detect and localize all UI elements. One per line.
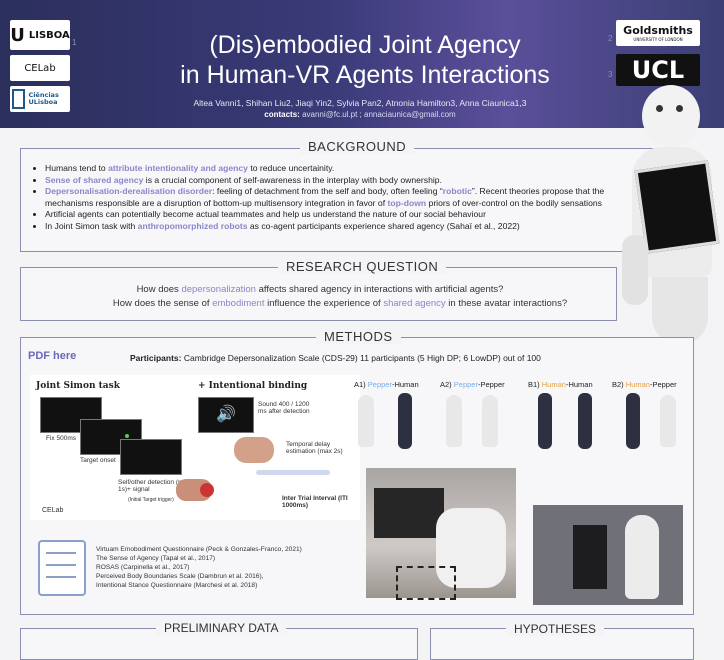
research-question-2: How does the sense of embodiment influen… [112, 298, 568, 309]
avatar-human-a1 [398, 393, 412, 449]
condition-b2: B2) Human-Pepper [612, 380, 677, 389]
avatar-human-b1b [578, 393, 592, 449]
celab-logo: CELab [10, 55, 70, 81]
temporal-hand-image [234, 437, 274, 463]
goldsmiths-logo: Goldsmiths UNIVERSITY OF LONDON [616, 20, 700, 46]
background-title: BACKGROUND [300, 139, 415, 154]
questionnaire-item: ROSAS (Carpinella et al., 2017) [96, 564, 190, 571]
pdf-link[interactable]: PDF here [28, 350, 77, 362]
research-question-title: RESEARCH QUESTION [278, 259, 447, 274]
background-bullet: Artificial agents can potentially become… [45, 209, 648, 221]
background-box: Humans tend to attribute intentionality … [20, 148, 667, 252]
condition-b1: B1) Human-Human [528, 380, 593, 389]
vr-scene-image [366, 468, 516, 600]
methods-title: METHODS [316, 329, 401, 344]
ucl-logo: UCL [616, 54, 700, 86]
authors: Altea Vanni1, Shihan Liu2, Jiaqi Yin2, S… [193, 98, 527, 108]
pepper-robot-image [612, 85, 724, 345]
background-bullet: In Joint Simon task with anthropomorphiz… [45, 221, 648, 233]
iti-label: Inter Trial Interval (ITI 1000ms) [282, 495, 348, 509]
background-bullet: Depersonalisation-derealisation disorder… [45, 186, 648, 209]
questionnaire-item: The Sense of Agency (Tapal et al., 2017) [96, 555, 216, 562]
detection-sublabel: (Initial Target trigger) [128, 497, 174, 503]
detection-screen [120, 439, 182, 475]
lab-photo [533, 505, 683, 605]
questionnaire-list: Virtuam Emobodiment Questionnaire (Peck … [96, 545, 302, 590]
temporal-label: Temporal delay estimation (max 2s) [286, 441, 343, 455]
participants: Participants: Cambridge Depersonalizatio… [130, 353, 541, 363]
questionnaire-icon [38, 540, 86, 596]
avatar-pepper-b2 [660, 395, 676, 447]
research-question-1: How does depersonalization affects share… [136, 284, 504, 295]
avatar-pepper-a2b [482, 395, 498, 447]
research-question-box [20, 267, 617, 321]
target-label: Target onset [80, 457, 116, 464]
avatar-pepper-a2a [446, 395, 462, 447]
affiliation-number: 2 [608, 34, 613, 43]
condition-a2: A2) Pepper-Pepper [440, 380, 505, 389]
questionnaire-item: Perceived Body Boundaries Scale (Dambrun… [96, 573, 264, 580]
ciencias-logo: Ciências ULisboa [10, 86, 70, 112]
sound-screen: 🔊 [198, 397, 254, 433]
detection-label: Self/other detection (max 1s)+ signal [118, 479, 191, 493]
avatar-human-b2 [626, 393, 640, 449]
celab-small-logo: CELab [42, 507, 64, 514]
poster-title-line2: in Human-VR Agents Interactions [180, 61, 550, 89]
poster-title-line1: (Dis)embodied Joint Agency [209, 31, 521, 59]
questionnaire-item: Virtuam Emobodiment Questionnaire (Peck … [96, 546, 302, 553]
affiliation-number: 1 [72, 38, 77, 47]
contacts: contacts: avanni@fc.ul.pt ; annaciaunica… [264, 110, 456, 119]
condition-a1: A1) Pepper-Human [354, 380, 419, 389]
questionnaire-item: Intentional Stance Questionnaire (Marche… [96, 582, 258, 589]
joint-simon-figure: Joint Simon task Fix 500ms Target onset … [30, 375, 360, 520]
background-bullet: Humans tend to attribute intentionality … [45, 163, 648, 175]
background-bullet: Sense of shared agency is a crucial comp… [45, 175, 648, 187]
preliminary-data-title: PRELIMINARY DATA [156, 621, 287, 635]
affiliation-number: 3 [608, 70, 613, 79]
fix-label: Fix 500ms [46, 435, 76, 442]
avatar-human-b1a [538, 393, 552, 449]
avatar-pepper-a1 [358, 395, 374, 447]
delay-slider[interactable] [256, 470, 330, 475]
sound-label: Sound 400 / 1200 ms after detection [258, 401, 310, 415]
red-button [200, 483, 214, 497]
hypotheses-title: HYPOTHESES [506, 622, 605, 636]
intentional-binding-title: + Intentional binding [198, 381, 308, 391]
background-text: Humans tend to attribute intentionality … [33, 163, 648, 232]
joint-simon-title: Joint Simon task [36, 381, 120, 391]
